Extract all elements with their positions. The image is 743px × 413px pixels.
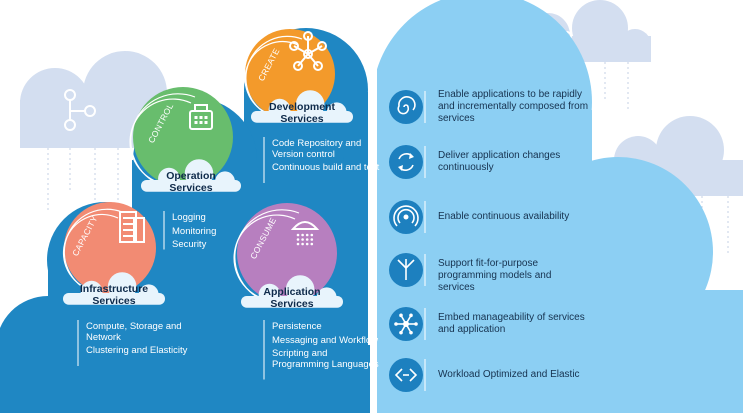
application-title-line: Services (270, 298, 314, 310)
spiral-icon (389, 90, 423, 124)
application-title-line: Application (263, 286, 321, 298)
list-item: Security (172, 239, 207, 250)
list-item: Clustering and Elasticity (86, 345, 188, 356)
list-item: Persistence (272, 321, 322, 332)
refresh-arrows-icon (389, 145, 423, 179)
infrastructure-title-line: Infrastructure (79, 283, 149, 295)
operation-title-cloud (141, 159, 241, 192)
development-title-cloud (251, 90, 353, 123)
service-grid-icon (290, 221, 320, 246)
list-item: Code Repository and Version control (272, 138, 362, 160)
elastic-arrows-icon (389, 358, 423, 392)
development-title-line: Development (269, 101, 335, 113)
development-title-line: Services (280, 113, 324, 125)
bg-rain-lines-left (47, 148, 119, 230)
server-tower-icon (119, 211, 145, 243)
branch-arrows-icon (389, 253, 423, 287)
benefit-text: Enable applications to be rapidly and in… (438, 89, 589, 124)
list-item: Messaging and Workflow (272, 334, 378, 346)
operation-title-line: Services (169, 182, 213, 194)
infrastructure-title-line: Services (92, 295, 136, 307)
benefits-cloud (372, 0, 743, 413)
list-item: Continuous build and test (272, 162, 380, 173)
operation-title-line: Operation (166, 170, 216, 182)
benefit-text: Embed manageability of services and appl… (438, 312, 585, 335)
list-item: Monitoring (172, 225, 217, 237)
benefit-text: Workload Optimized and Elastic (438, 369, 580, 380)
cloud-divider (366, 0, 377, 413)
benefit-text: Support fit-for-purpose programming mode… (438, 258, 552, 293)
application-title-cloud (241, 275, 343, 308)
network-nodes-icon (289, 31, 327, 71)
snowflake-icon (389, 307, 423, 341)
list-item: Compute, Storage and Network (86, 321, 182, 343)
infrastructure-title-cloud (63, 272, 165, 305)
control-panel-icon (189, 104, 213, 130)
list-item: Scripting and Programming Languages (272, 348, 379, 370)
broadcast-icon (389, 200, 423, 234)
benefit-text: Enable continuous availability (438, 211, 570, 222)
benefit-text: Deliver application changes continuously (438, 150, 561, 173)
bg-node-icon-left (64, 89, 96, 131)
list-item: Logging (172, 212, 206, 223)
